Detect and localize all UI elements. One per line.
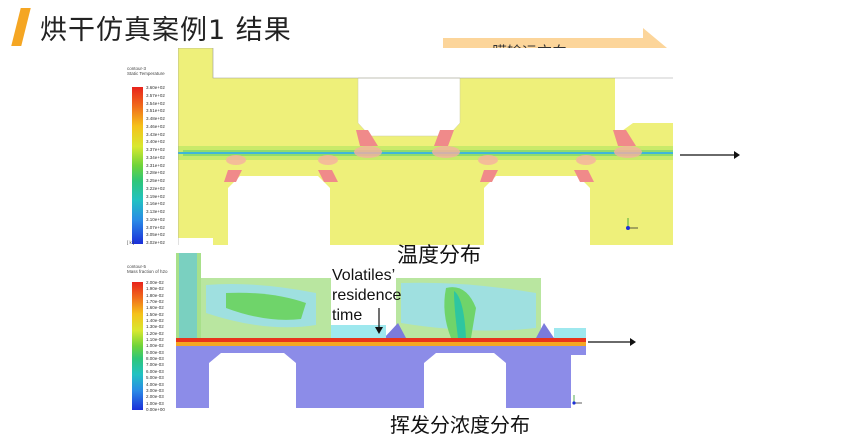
volatile-contour-plot <box>176 253 586 408</box>
legend-value: 8.00e-03 <box>146 356 164 362</box>
legend-value: 3.60e+02 <box>146 85 165 90</box>
legend-value: 3.48e+02 <box>146 116 165 121</box>
legend-value: 1.40e-02 <box>146 318 164 324</box>
legend-title-line: contour-3 <box>127 66 147 71</box>
legend-value: 3.16e+02 <box>146 201 165 207</box>
legend-value: 1.50e-02 <box>146 311 164 317</box>
legend-value: 3.25e+02 <box>146 178 165 183</box>
temperature-caption: 温度分布 <box>397 243 481 267</box>
legend-value: 1.00e-03 <box>146 400 164 406</box>
legend-value: 3.43e+02 <box>146 131 165 137</box>
axis-triad-icon <box>626 218 638 230</box>
legend-value: 3.05e+02 <box>146 232 165 238</box>
legend-value: 6.00e-03 <box>146 368 164 374</box>
legend-value: 3.46e+02 <box>146 123 165 129</box>
legend-value: 4.00e-03 <box>146 381 164 387</box>
annotation-line: residence <box>332 287 402 304</box>
legend-value: 3.51e+02 <box>146 108 165 114</box>
legend-value: 1.60e-02 <box>146 305 164 311</box>
legend-value: 1.20e-02 <box>146 330 164 336</box>
legend-value: 3.19e+02 <box>146 193 165 199</box>
volatile-caption: 挥发分浓度分布 <box>390 413 530 437</box>
legend-value: 3.22e+02 <box>146 185 165 191</box>
legend-value: 1.80e-02 <box>146 292 164 298</box>
residence-time-annotation: Volatiles’ residence time <box>332 266 401 326</box>
temperature-legend-labels: 3.60e+02 3.57e+02 3.54e+02 3.51e+02 3.48… <box>146 85 165 245</box>
right-arrow-icon <box>588 338 636 346</box>
legend-value: 7.00e-03 <box>146 362 164 368</box>
axis-triad-icon <box>572 395 582 405</box>
volatile-legend-labels: 2.00e-02 1.90e-02 1.80e-02 1.70e-02 1.60… <box>146 280 165 412</box>
legend-value: 3.37e+02 <box>146 147 165 152</box>
temperature-colorbar <box>132 87 143 244</box>
temperature-contour-plot <box>178 48 673 245</box>
legend-value: 3.34e+02 <box>146 154 165 160</box>
volatile-colorbar <box>132 282 143 410</box>
down-arrow-icon <box>375 308 383 334</box>
legend-value: 3.54e+02 <box>146 100 165 106</box>
legend-value: 3.00e-03 <box>146 387 164 393</box>
legend-value: 3.10e+02 <box>146 216 165 222</box>
legend-value: 3.31e+02 <box>146 162 165 168</box>
page-title: 烘干仿真案例1 结果 <box>40 15 292 46</box>
legend-value: 1.00e-02 <box>146 343 164 349</box>
legend-value: 1.10e-02 <box>146 337 164 343</box>
legend-value: 2.00e-03 <box>146 394 164 400</box>
annotation-line: time <box>332 307 363 324</box>
legend-title-line: Static Temperature <box>127 71 165 76</box>
legend-value: 1.90e-02 <box>146 286 164 292</box>
temperature-legend-title: contour-3 Static Temperature <box>127 66 165 76</box>
legend-value: 3.57e+02 <box>146 92 165 98</box>
legend-value: 1.30e-02 <box>146 324 164 330</box>
legend-value: 1.70e-02 <box>146 299 164 305</box>
legend-value: 3.40e+02 <box>146 139 165 145</box>
right-arrow-icon <box>680 151 740 159</box>
legend-value: 0.00e+00 <box>146 406 165 412</box>
temperature-legend-unit: [ k ] <box>127 240 135 245</box>
annotation-line: Volatiles’ <box>332 267 396 284</box>
legend-value: 9.00e-03 <box>146 349 164 355</box>
legend-value: 3.13e+02 <box>146 209 165 214</box>
legend-value: 2.00e-02 <box>146 280 164 285</box>
legend-value: 3.07e+02 <box>146 224 165 230</box>
legend-value: 3.02e+02 <box>146 240 165 245</box>
title-accent-bar <box>11 8 31 46</box>
legend-title-line: Mass fraction of h2o <box>127 269 168 274</box>
legend-value: 5.00e-03 <box>146 375 164 381</box>
volatile-legend-title: contour-5 Mass fraction of h2o <box>127 264 168 274</box>
legend-title-line: contour-5 <box>127 264 147 269</box>
legend-value: 3.28e+02 <box>146 170 165 176</box>
